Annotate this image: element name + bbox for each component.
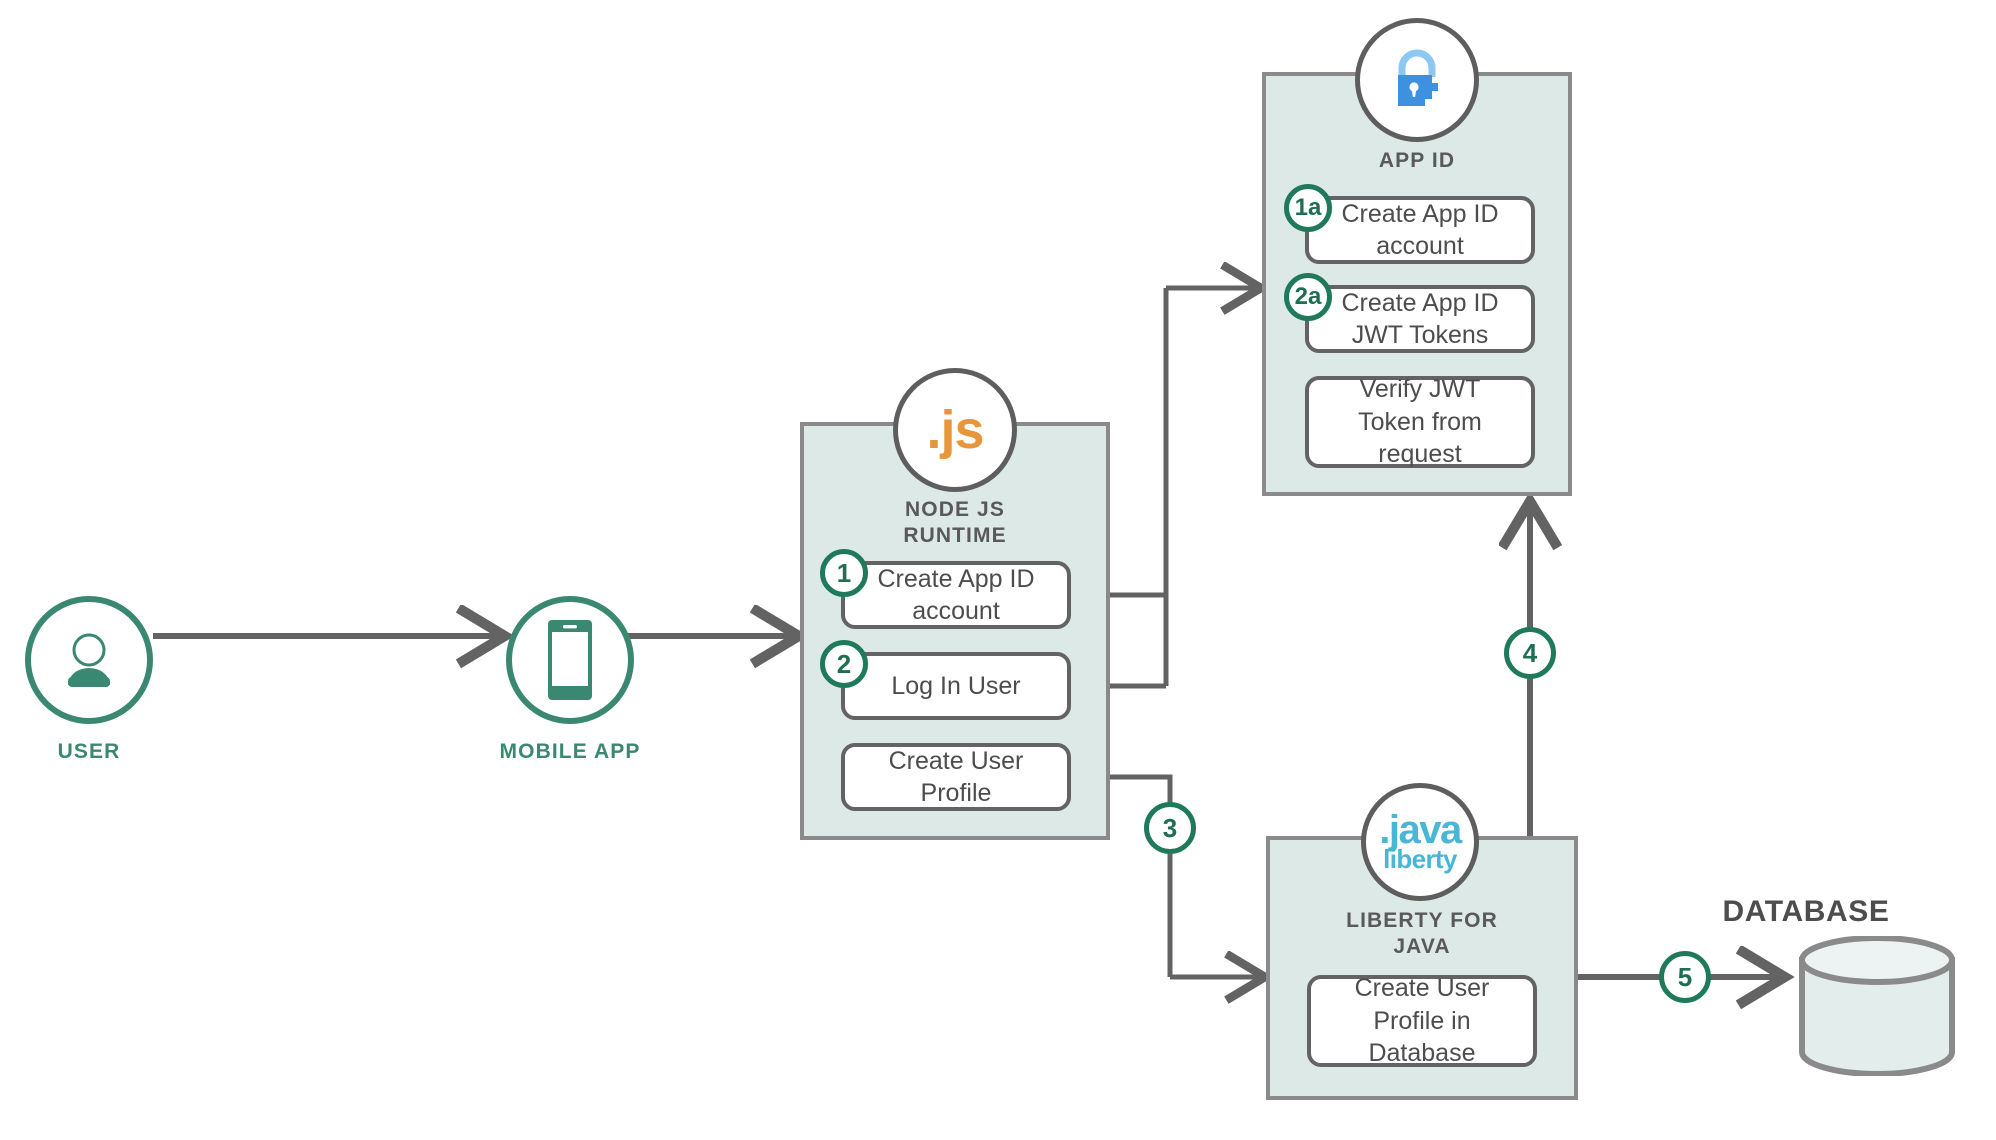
step-badge-4[interactable]: 4 — [1504, 627, 1556, 679]
step-badge-2a[interactable]: 2a — [1284, 273, 1332, 321]
nodejs-logo-text: .js — [926, 400, 984, 460]
step-badge-2[interactable]: 2 — [820, 640, 868, 688]
node-label-mobile-app: MOBILE APP — [499, 740, 641, 763]
node-label-user: USER — [57, 740, 121, 763]
java-liberty-logo-text: .java liberty — [1379, 808, 1462, 875]
nodejs-js-icon: .js — [893, 368, 1017, 492]
action-box-create-appid-jwt-tokens[interactable]: Create App ID JWT Tokens — [1305, 285, 1535, 353]
action-box-create-appid-account-node[interactable]: Create App ID account — [841, 561, 1071, 629]
action-box-log-in-user[interactable]: Log In User — [841, 652, 1071, 720]
zone-title-liberty-for-java: LIBERTY FOR JAVA — [1346, 909, 1498, 958]
user-avatar-icon — [68, 633, 110, 687]
app-id-padlock-icon — [1355, 18, 1479, 142]
action-box-create-user-profile[interactable]: Create User Profile — [841, 743, 1071, 811]
step-badge-5[interactable]: 5 — [1659, 951, 1711, 1003]
step-badge-1a[interactable]: 1a — [1284, 184, 1332, 232]
node-user[interactable] — [25, 596, 153, 724]
db-label-database: DATABASE — [1722, 895, 1890, 928]
mobile-phone-icon — [548, 620, 592, 700]
node-mobile-app[interactable] — [506, 596, 634, 724]
step-badge-3[interactable]: 3 — [1144, 802, 1196, 854]
action-box-create-appid-account-appid[interactable]: Create App ID account — [1305, 196, 1535, 264]
padlock-glyph — [1398, 49, 1438, 106]
step-badge-1[interactable]: 1 — [820, 549, 868, 597]
java-logo-secondary: liberty — [1383, 844, 1457, 875]
zone-title-node-js-runtime: NODE JS RUNTIME — [903, 498, 1007, 547]
action-box-create-user-profile-in-database[interactable]: Create User Profile in Database — [1307, 974, 1537, 1067]
action-box-verify-jwt-token[interactable]: Verify JWT Token from request — [1305, 375, 1535, 468]
database-cylinder-icon[interactable] — [1796, 936, 1958, 1076]
zone-title-app-id: APP ID — [1378, 149, 1456, 172]
java-liberty-icon: .java liberty — [1361, 783, 1479, 901]
java-logo-primary: .java — [1379, 808, 1462, 853]
